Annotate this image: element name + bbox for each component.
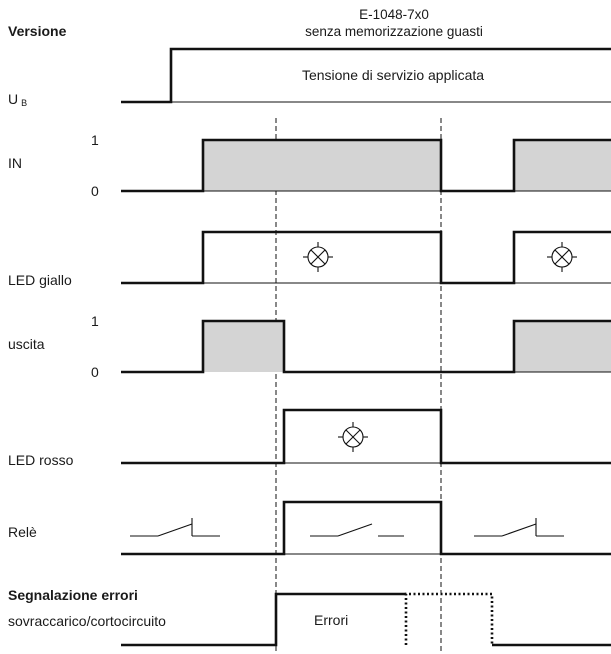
ub-annotation: Tensione di servizio applicata: [302, 67, 484, 83]
relay-signal: [121, 500, 611, 556]
led-yellow-lamp-icon: [303, 242, 333, 272]
version-label: Versione: [8, 23, 67, 39]
led-red-label: LED rosso: [8, 452, 74, 468]
relay-contact-closed-icon: [310, 523, 404, 537]
in-label: IN: [8, 155, 22, 171]
error-label: sovraccarico/cortocircuito: [8, 613, 166, 629]
in-high-fill-2: [514, 140, 611, 191]
led-yellow-row: LED giallo: [8, 230, 611, 288]
error-signal: [121, 592, 406, 647]
output-label: uscita: [8, 336, 45, 352]
relay-row: Relè: [8, 500, 611, 556]
in-signal: [121, 138, 611, 193]
output-level-low: 0: [91, 364, 99, 380]
in-level-low: 0: [91, 183, 99, 199]
led-yellow-lamp-icon-2: [547, 242, 577, 272]
in-row: IN 1 0: [8, 132, 611, 199]
relay-contact-open-icon-2: [474, 518, 564, 537]
relay-label: Relè: [8, 524, 37, 540]
relay-contact-open-icon: [130, 518, 220, 537]
in-level-high: 1: [91, 132, 99, 148]
led-yellow-signal: [121, 230, 611, 285]
variant-subtitle: senza memorizzazione guasti: [305, 24, 483, 39]
output-level-high: 1: [91, 313, 99, 329]
led-red-row: LED rosso: [8, 408, 611, 468]
in-high-fill-1: [203, 140, 441, 191]
error-box-text: Errori: [314, 612, 348, 628]
variant-code: E-1048-7x0: [359, 7, 429, 22]
output-high-fill-2: [514, 321, 611, 372]
error-section-title: Segnalazione errori: [8, 587, 138, 603]
ub-signal: [121, 47, 611, 104]
led-yellow-label: LED giallo: [8, 272, 72, 288]
output-high-fill-1: [203, 321, 284, 372]
output-signal: [121, 319, 611, 374]
output-row: uscita 1 0: [8, 313, 611, 380]
error-row: Segnalazione errori sovraccarico/cortoci…: [8, 587, 611, 647]
led-red-signal: [121, 408, 611, 465]
error-extended-signal: [404, 592, 494, 645]
led-red-lamp-icon: [338, 422, 368, 452]
